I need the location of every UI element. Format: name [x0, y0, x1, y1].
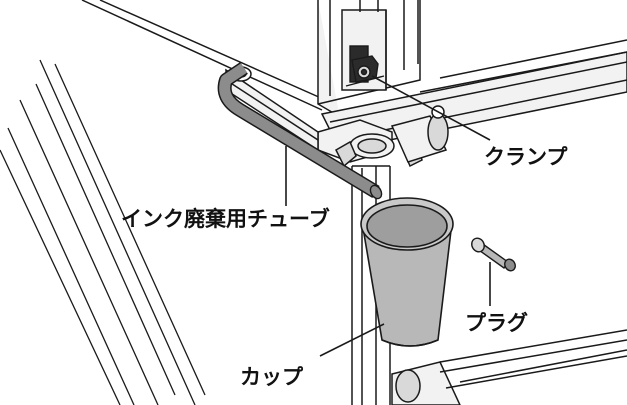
plug-label: プラグ: [465, 311, 528, 335]
plug: [471, 237, 516, 272]
leader-lines: [285, 75, 491, 357]
ink-waste-tube-label: インク廃棄用チューブ: [121, 207, 330, 231]
top-housing: [81, 0, 421, 130]
ink-waste-tube: [217, 62, 383, 200]
junction-bracket: [317, 105, 449, 168]
cup-leader-line: [319, 323, 385, 357]
cup: [360, 197, 454, 347]
lower-bracket: [391, 329, 627, 405]
vertical-post: [351, 165, 391, 405]
cup-label: カップ: [240, 365, 304, 389]
left-frame-rails: [0, 59, 206, 405]
clamp-label: クランプ: [484, 145, 568, 169]
clamp-leader-line: [371, 75, 491, 141]
clamp: [345, 45, 385, 87]
